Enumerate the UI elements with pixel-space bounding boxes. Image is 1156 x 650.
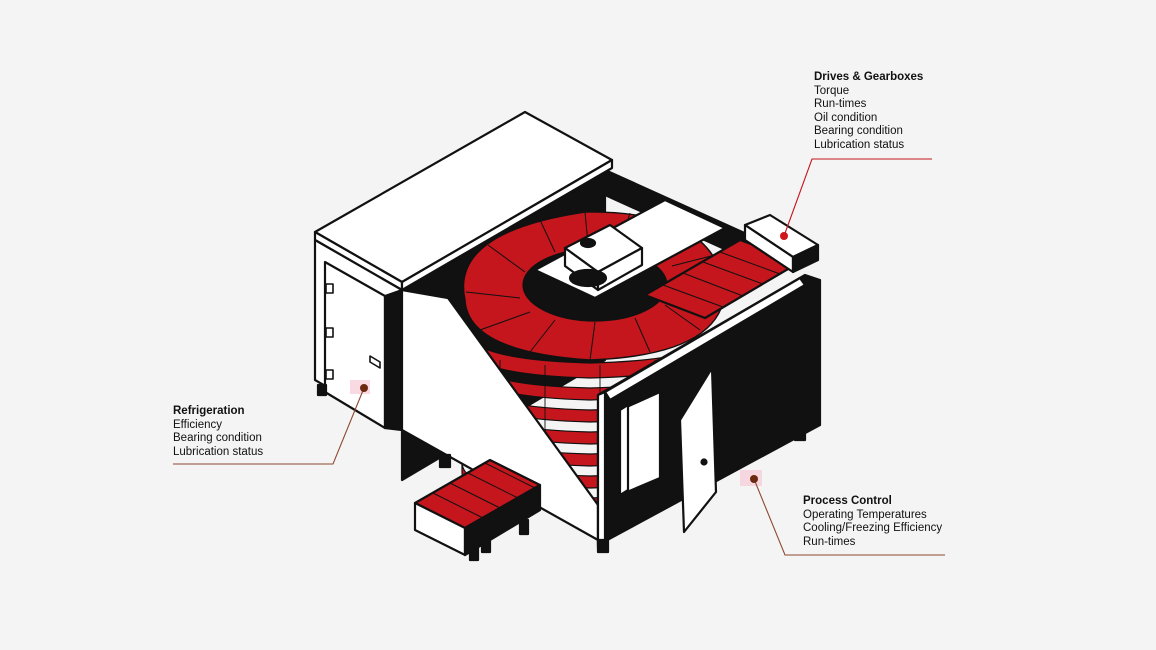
drive-box-side [791,243,820,274]
callout-title: Drives & Gearboxes [814,71,924,83]
process-control-marker [750,475,758,483]
left-wall-thickness [383,288,404,432]
leader-line-process [753,478,945,556]
callout-item: Bearing condition [814,125,903,138]
drives-marker [780,232,788,240]
callout-title: Process Control [803,495,892,507]
callout-item: Oil condition [814,111,878,124]
housing-roof-edge-right [400,158,614,292]
callout-item: Run-times [803,535,856,548]
callout-item: Bearing condition [173,432,262,445]
callout-drives-gearboxes: Drives & Gearboxes Torque Run-times Oil … [814,71,923,153]
callout-title: Refrigeration [173,405,245,417]
right-wall-face [596,390,607,550]
callout-process-control: Process Control Operating Temperatures C… [803,495,942,549]
callout-item: Operating Temperatures [803,508,927,521]
callout-item: Cooling/Freezing Efficiency [803,522,943,535]
callout-item: Torque [814,84,850,97]
callout-item: Run-times [814,98,867,111]
leader-line-refrigeration [173,387,365,465]
callout-item: Lubrication status [814,138,905,151]
leader-line-drives [783,158,932,237]
open-door [678,366,718,534]
callout-item: Lubrication status [173,445,264,458]
callout-item: Efficiency [173,418,223,431]
drive-shaft-hole [579,237,597,249]
refrigeration-marker [360,384,368,392]
callout-refrigeration: Refrigeration Efficiency Bearing conditi… [173,405,263,459]
